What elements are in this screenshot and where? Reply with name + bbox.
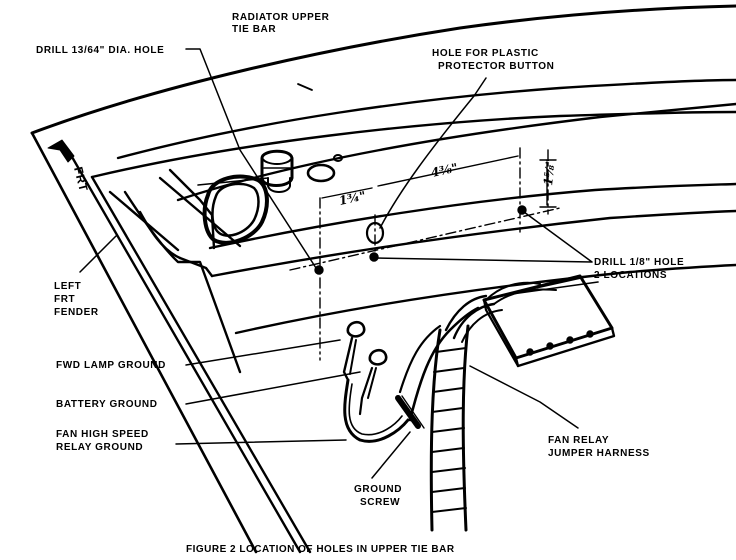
plastic-protector-label-line-1: HOLE FOR PLASTIC (432, 48, 539, 59)
label-hole-plastic-protector: HOLE FOR PLASTIC PROTECTOR BUTTON (432, 48, 554, 72)
ground-screw-label-line-1: GROUND (354, 484, 402, 495)
fender-label-line-3: FENDER (54, 307, 99, 318)
fan-relay-label-line-1: FAN RELAY (548, 435, 609, 446)
fan-relay-label-line-2: JUMPER HARNESS (548, 448, 650, 459)
dimension-c: 1⅝" (541, 158, 558, 186)
label-battery-ground: BATTERY GROUND (56, 399, 158, 410)
label-radiator-upper-tie-bar: RADIATOR UPPER TIE BAR (232, 12, 330, 35)
fender-label-line-2: FRT (54, 294, 75, 305)
label-drill-13-64-hole: DRILL 13/64" DIA. HOLE (36, 45, 164, 56)
label-fwd-lamp-ground: FWD LAMP GROUND (56, 360, 166, 371)
fan-hs-label-line-1: FAN HIGH SPEED (56, 429, 149, 440)
leader-lines (79, 48, 593, 479)
tie-bar-line-art (30, 4, 736, 554)
dimension-b: 4⅜" (430, 161, 459, 180)
dimension-a: 1¾" (338, 189, 367, 208)
label-fan-relay-jumper-harness: FAN RELAY JUMPER HARNESS (548, 435, 650, 459)
fan-hs-label-line-2: RELAY GROUND (56, 442, 143, 453)
label-ground-screw: GROUND SCREW (354, 484, 402, 508)
drill-1-8-label-line-2: 2 LOCATIONS (594, 270, 667, 281)
ground-screw-label-line-2: SCREW (360, 497, 400, 508)
label-fan-high-speed-relay-ground: FAN HIGH SPEED RELAY GROUND (56, 429, 149, 453)
label-frt: FRT (71, 165, 91, 193)
radiator-label-line-1: RADIATOR UPPER (232, 12, 330, 23)
plastic-protector-label-line-2: PROTECTOR BUTTON (438, 61, 554, 72)
radiator-label-line-2: TIE BAR (232, 24, 276, 35)
label-left-frt-fender: LEFT FRT FENDER (54, 281, 99, 318)
figure-caption: FIGURE 2 LOCATION OF HOLES IN UPPER TIE … (186, 544, 455, 555)
drill-1-8-label-line-1: DRILL 1/8" HOLE (594, 257, 684, 268)
fender-label-line-1: LEFT (54, 281, 81, 292)
label-drill-1-8-hole: DRILL 1/8" HOLE 2 LOCATIONS (594, 257, 684, 281)
